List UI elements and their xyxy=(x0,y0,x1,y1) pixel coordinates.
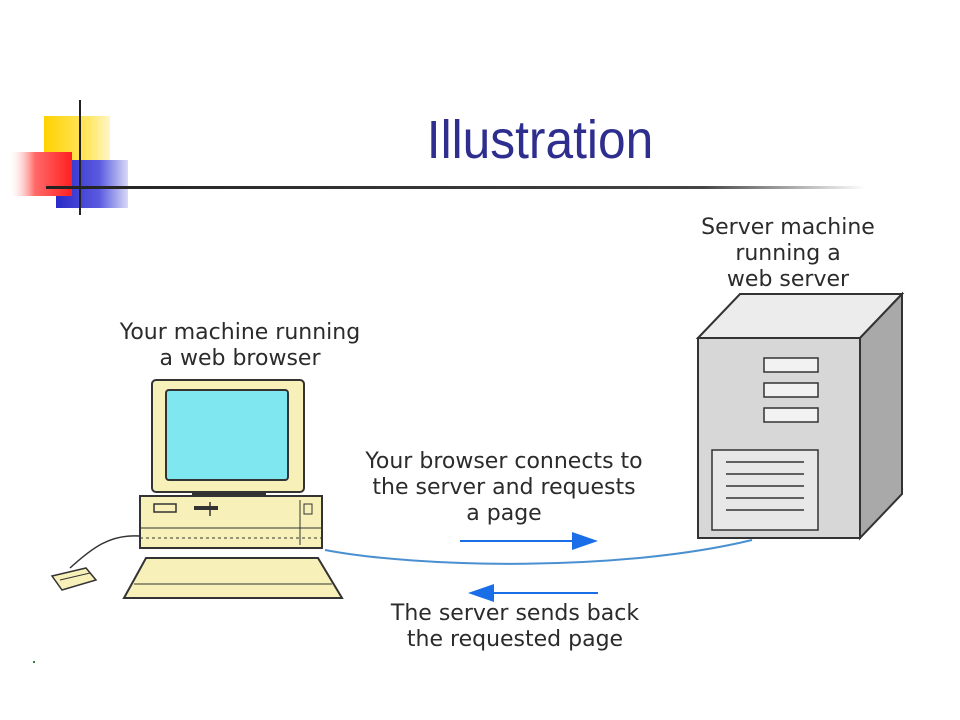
response-arrow xyxy=(468,584,598,602)
response-label: The server sends back the requested page xyxy=(390,601,640,652)
bullet-dot xyxy=(33,661,35,663)
client-label: Your machine running a web browser xyxy=(119,320,361,371)
request-label: Your browser connects to the server and … xyxy=(365,449,643,526)
request-arrow xyxy=(460,532,598,550)
web-request-diagram xyxy=(50,291,905,602)
title-decoration xyxy=(10,100,866,215)
deco-square-red xyxy=(10,152,72,196)
server-label: Server machine running a web server xyxy=(701,215,875,292)
slide-title: Illustration xyxy=(426,110,654,170)
server-tower xyxy=(695,291,905,541)
network-cable xyxy=(324,539,753,565)
client-computer xyxy=(50,379,344,599)
